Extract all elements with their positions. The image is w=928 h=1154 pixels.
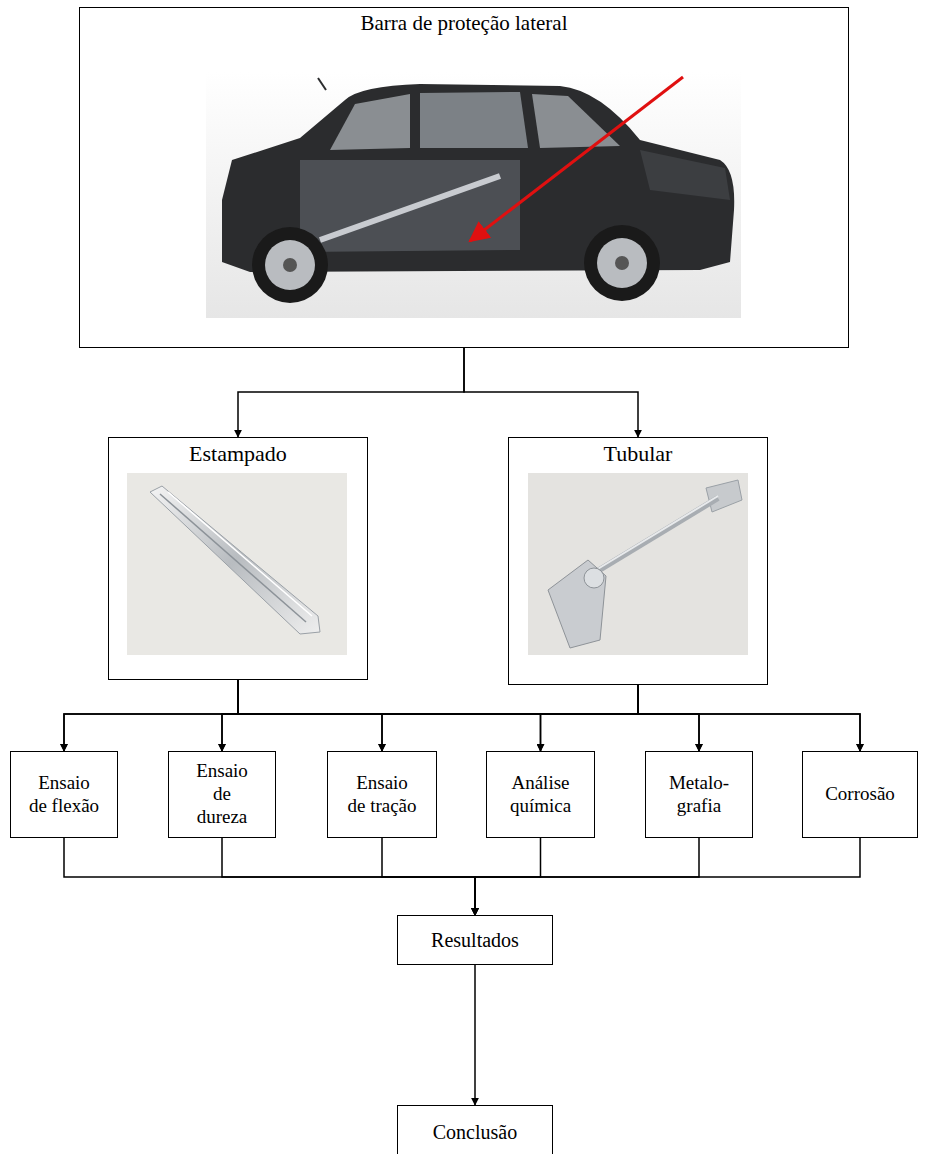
box-label: Ensaio de dureza (186, 760, 258, 828)
box-label: Metalo- grafia (664, 772, 734, 818)
flow-arrow (222, 680, 238, 751)
process-box: Ensaio de flexão (10, 751, 118, 838)
process-box: Resultados (397, 915, 553, 965)
process-box: Corrosão (802, 751, 918, 838)
process-box: Ensaio de tração (327, 751, 437, 838)
flow-arrow (382, 838, 475, 915)
flow-arrow (638, 685, 699, 751)
box-label: Ensaio de tração (346, 772, 418, 818)
flow-arrow (222, 838, 475, 915)
process-box: Ensaio de dureza (168, 751, 276, 838)
flow-arrow (64, 680, 238, 751)
box-label: Resultados (431, 928, 519, 952)
process-box: Tubular (508, 437, 768, 685)
flow-arrow (541, 685, 639, 751)
flow-arrow (464, 348, 638, 437)
car-illustration (206, 72, 741, 318)
box-label: Barra de proteção lateral (361, 11, 568, 36)
flow-arrow (238, 680, 382, 751)
box-label: Análise química (501, 772, 581, 818)
red-pointer-arrow (470, 77, 683, 241)
process-box: Estampado (108, 437, 368, 680)
box-label: Tubular (604, 441, 673, 467)
flow-arrow (238, 680, 860, 751)
frame-box: Barra de proteção lateral (79, 7, 849, 348)
flow-arrow (64, 685, 638, 751)
box-label: Corrosão (825, 783, 895, 806)
stamped-bar-photo (127, 473, 347, 655)
tubular-bar-photo (528, 473, 748, 655)
process-box: Metalo- grafia (645, 751, 753, 838)
flow-arrow (238, 680, 699, 751)
box-label: Conclusão (433, 1120, 517, 1144)
flow-arrow (474, 965, 476, 1105)
flow-arrow (382, 685, 638, 751)
box-label: Ensaio de flexão (28, 772, 100, 818)
flow-arrow (64, 838, 475, 915)
flow-arrow (238, 680, 541, 751)
flow-arrow (222, 685, 638, 751)
process-box: Conclusão (397, 1105, 553, 1154)
flow-arrow (638, 685, 860, 751)
flow-arrow (475, 838, 860, 915)
box-label: Estampado (189, 441, 287, 467)
flow-arrow (238, 348, 464, 437)
process-box: Análise química (486, 751, 595, 838)
